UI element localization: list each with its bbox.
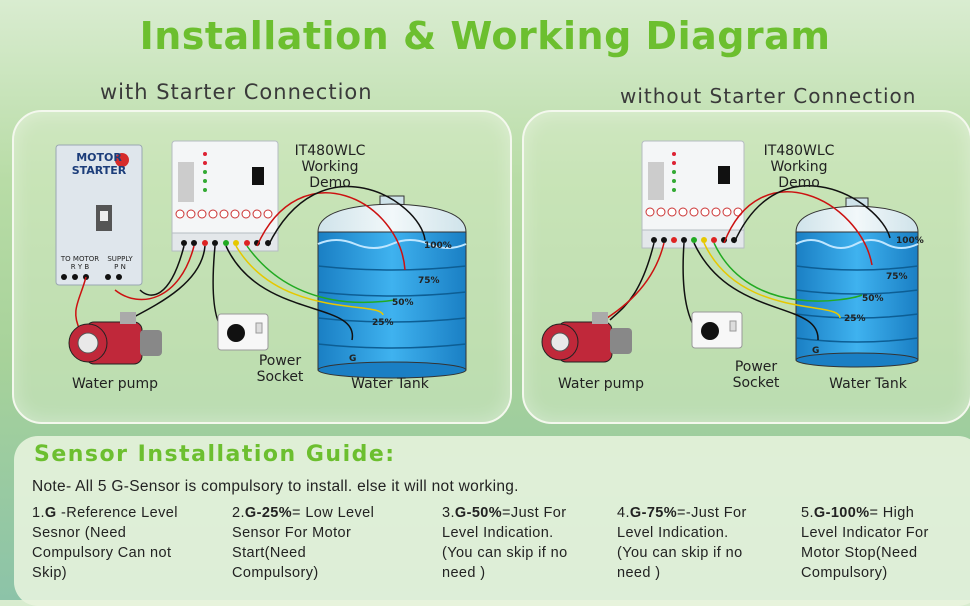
- controller-device-right: [641, 140, 745, 249]
- guide-item-4-num: 4.: [617, 505, 630, 521]
- guide-item-5-key: G-100%: [813, 505, 870, 521]
- water-pump-right: [541, 312, 632, 363]
- tank-label-right: Water Tank: [829, 376, 907, 392]
- right-panel-heading: without Starter Connection: [620, 84, 917, 108]
- socket-label-left: Power Socket: [256, 353, 304, 386]
- water-tank-left: [317, 195, 467, 379]
- controller-device-left: [171, 140, 279, 252]
- guide-title: Sensor Installation Guide:: [34, 442, 396, 467]
- guide-item-3-key: G-50%: [454, 505, 503, 521]
- guide-item-5-num: 5.: [801, 505, 814, 521]
- water-tank-right: [795, 197, 919, 368]
- sensor-guide-panel: [14, 436, 970, 606]
- level-25-right: 25%: [844, 314, 866, 324]
- guide-item-1-text: -Reference Level Sesnor (Need Compulsory…: [32, 505, 178, 581]
- wires-right: [589, 185, 891, 341]
- guide-item-5: 5.G-100%= High Level Indicator For Motor…: [801, 503, 966, 583]
- guide-item-5-text: = High Level Indicator For Motor Stop(Ne…: [801, 505, 929, 581]
- pump-label-left: Water pump: [71, 376, 159, 392]
- tank-label-left: Water Tank: [351, 376, 429, 392]
- guide-item-4: 4.G-75%=-Just For Level Indication. (You…: [617, 503, 787, 583]
- pump-label-right: Water pump: [557, 376, 645, 392]
- starter-supply: SUPPLY: [107, 255, 133, 263]
- guide-item-2: 2.G-25%= Low Level Sensor For Motor Star…: [232, 503, 412, 583]
- guide-item-2-num: 2.: [232, 505, 245, 521]
- controller-label-right: IT480WLC Working Demo: [763, 143, 835, 192]
- power-socket-right: [691, 311, 743, 349]
- starter-ryb: R Y B: [70, 263, 90, 271]
- level-25-left: 25%: [372, 318, 394, 328]
- starter-pn: P N: [114, 263, 126, 271]
- guide-item-1: 1.G -Reference Level Sesnor (Need Compul…: [32, 503, 212, 583]
- level-75-left: 75%: [418, 276, 440, 286]
- starter-title: MOTOR STARTER: [71, 151, 127, 177]
- controller-label-left: IT480WLC Working Demo: [294, 143, 366, 192]
- wires-left: [75, 185, 426, 341]
- guide-item-1-num: 1.: [32, 505, 45, 521]
- left-panel-heading: with Starter Connection: [100, 80, 373, 104]
- level-g-left: G: [349, 354, 357, 364]
- guide-item-3-text: =Just For Level Indication. (You can ski…: [442, 505, 568, 581]
- level-g-right: G: [812, 346, 820, 356]
- guide-item-2-key: G-25%: [244, 505, 293, 521]
- water-pump-left: [68, 312, 162, 365]
- guide-item-2-text: = Low Level Sensor For Motor Start(Need …: [232, 505, 375, 581]
- level-75-right: 75%: [886, 272, 908, 282]
- level-50-right: 50%: [862, 294, 884, 304]
- starter-to-motor: TO MOTOR: [60, 255, 100, 263]
- guide-item-3-num: 3.: [442, 505, 455, 521]
- guide-note: Note- All 5 G-Sensor is compulsory to in…: [32, 478, 519, 495]
- power-socket-left: [217, 313, 269, 351]
- level-50-left: 50%: [392, 298, 414, 308]
- level-100-left: 100%: [424, 241, 452, 251]
- guide-item-4-text: =-Just For Level Indication. (You can sk…: [617, 505, 747, 581]
- guide-item-1-key: G: [44, 505, 57, 521]
- guide-item-3: 3.G-50%=Just For Level Indication. (You …: [442, 503, 612, 583]
- socket-label-right: Power Socket: [732, 359, 780, 392]
- level-100-right: 100%: [896, 236, 924, 246]
- motor-starter: [55, 144, 143, 286]
- guide-item-4-key: G-75%: [629, 505, 678, 521]
- page-title: Installation & Working Diagram: [139, 14, 831, 58]
